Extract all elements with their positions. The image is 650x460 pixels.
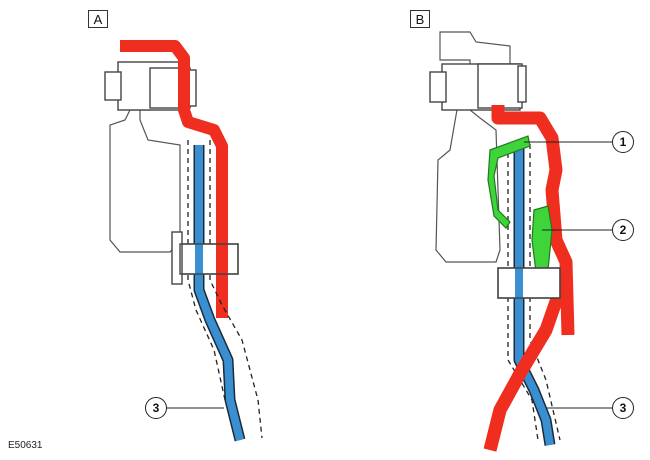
panel-a-drawing: [104, 40, 263, 442]
panel-b-dashed-outline: [507, 144, 561, 441]
panel-a-red-line: [120, 40, 228, 318]
panel-b-drawing: [429, 31, 612, 452]
panel-b-green-clip-2: [531, 205, 553, 273]
callout-b-2: 2: [612, 219, 634, 241]
callout-b-1: 1: [612, 131, 634, 153]
panel-b-green-clip-1: [487, 135, 531, 229]
panel-b-clamp: [497, 267, 561, 299]
panel-a-tag: A: [88, 10, 108, 28]
callout-b-3: 3: [612, 397, 634, 419]
callout-a-3: 3: [145, 397, 167, 419]
figure-code: E50631: [8, 440, 43, 451]
panel-a-clamp: [179, 243, 239, 275]
panel-b-tag: B: [410, 10, 430, 28]
